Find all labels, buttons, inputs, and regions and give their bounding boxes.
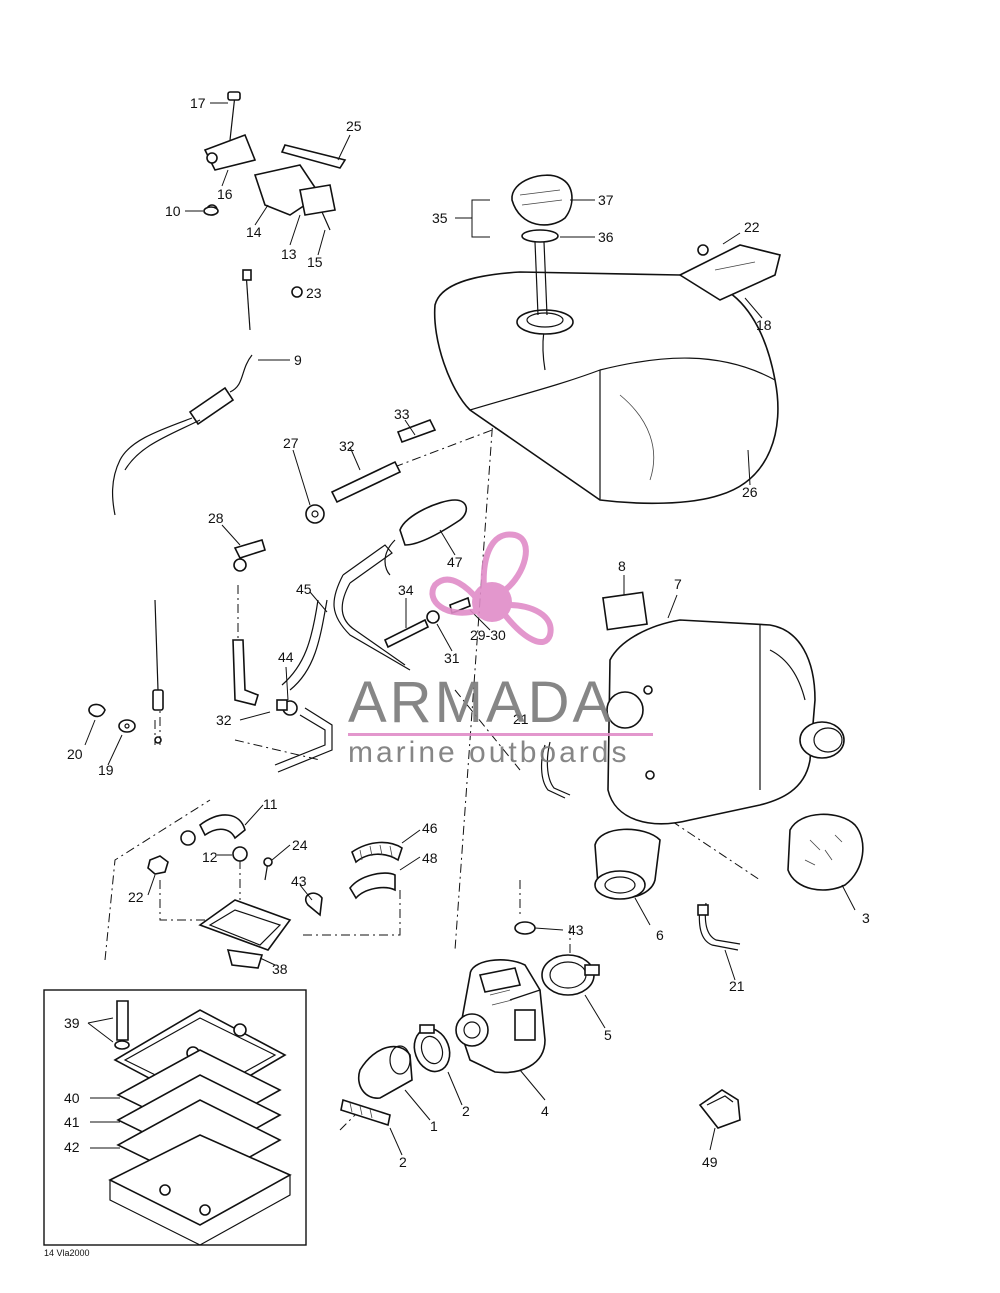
carburetor-4	[455, 959, 546, 1074]
label-decal-8	[602, 591, 648, 631]
tube-34-31	[383, 596, 471, 649]
callout-26: 26	[742, 484, 758, 500]
callout-12: 12	[202, 849, 218, 865]
fuel-tank	[433, 271, 779, 505]
callout-22: 22	[128, 889, 144, 905]
bracket-49	[698, 1089, 741, 1129]
callout-1: 1	[430, 1118, 438, 1134]
callout-18: 18	[756, 317, 772, 333]
callout-36: 36	[598, 229, 614, 245]
watermark: ARMADA marine outboards	[348, 531, 653, 769]
callout-21: 21	[729, 978, 745, 994]
callout-48: 48	[422, 850, 438, 866]
callout-22: 22	[744, 219, 760, 235]
hose-11	[180, 814, 246, 846]
callout-13: 13	[281, 246, 297, 262]
watermark-underline	[348, 733, 653, 736]
callout-47: 47	[447, 554, 463, 570]
callout-10: 10	[165, 203, 181, 219]
nuts-12-22-24	[147, 846, 273, 881]
pump-detail-inset	[43, 989, 307, 1246]
callout-44: 44	[278, 649, 294, 665]
callout-40: 40	[64, 1090, 80, 1106]
callout-8: 8	[618, 558, 626, 574]
callout-32: 32	[339, 438, 355, 454]
clamp-2-upper	[413, 1024, 451, 1073]
watermark-tagline: marine outboards	[348, 736, 629, 769]
callout-43: 43	[568, 922, 584, 938]
callout-17: 17	[190, 95, 206, 111]
callout-2: 2	[462, 1103, 470, 1119]
strap-21	[541, 741, 741, 951]
callout-14: 14	[246, 224, 262, 240]
callout-16: 16	[217, 186, 233, 202]
callout-42: 42	[64, 1139, 80, 1155]
clip-43	[305, 892, 536, 935]
choke-cable	[112, 269, 303, 744]
silencer-cover-3	[787, 813, 864, 891]
clamp-5	[541, 954, 600, 996]
callout-32: 32	[216, 712, 232, 728]
callout-23: 23	[306, 285, 322, 301]
propeller-logo-icon	[429, 531, 554, 646]
callout-28: 28	[208, 510, 224, 526]
small-washers	[88, 206, 219, 733]
callout-39: 39	[64, 1015, 80, 1031]
tank-bracket	[678, 244, 781, 301]
hose-46-48	[349, 841, 403, 900]
callout-25: 25	[346, 118, 362, 134]
callout-4: 4	[541, 1103, 549, 1119]
callout-5: 5	[604, 1027, 612, 1043]
callout-7: 7	[674, 576, 682, 592]
callout-37: 37	[598, 192, 614, 208]
callout-9: 9	[294, 352, 302, 368]
callout-20: 20	[67, 746, 83, 762]
callout-29-30: 29-30	[470, 627, 506, 643]
callout-21: 21	[513, 711, 529, 727]
intake-elbow-1	[358, 1045, 413, 1099]
fuel-hoses-45-32	[232, 544, 411, 773]
fuel-pump-38	[198, 899, 292, 969]
callout-6: 6	[656, 927, 664, 943]
callout-15: 15	[307, 254, 323, 270]
callout-31: 31	[444, 650, 460, 666]
fitting-28-44	[233, 539, 298, 716]
air-silencer	[606, 619, 845, 825]
callout-49: 49	[702, 1154, 718, 1170]
callout-27: 27	[283, 435, 299, 451]
callout-35: 35	[432, 210, 448, 226]
callout-45: 45	[296, 581, 312, 597]
callout-41: 41	[64, 1114, 80, 1130]
fuel-cap	[511, 174, 573, 316]
callout-38: 38	[272, 961, 288, 977]
callout-3: 3	[862, 910, 870, 926]
primer-bulb-47	[384, 499, 468, 576]
diagram-code: 14 Vla2000	[44, 1248, 90, 1258]
spring-clip-2-lower	[340, 1098, 391, 1127]
callout-46: 46	[422, 820, 438, 836]
leader-lines	[84, 102, 856, 1156]
watermark-brand: ARMADA	[348, 670, 614, 735]
callout-19: 19	[98, 762, 114, 778]
callout-24: 24	[292, 837, 308, 853]
callout-33: 33	[394, 406, 410, 422]
callout-2: 2	[399, 1154, 407, 1170]
callout-34: 34	[398, 582, 414, 598]
callout-43: 43	[291, 873, 307, 889]
fuel-line-33-32	[305, 418, 437, 524]
callout-11: 11	[263, 796, 278, 812]
intake-boot-6	[594, 828, 661, 900]
choke-lever-assembly	[203, 91, 347, 231]
